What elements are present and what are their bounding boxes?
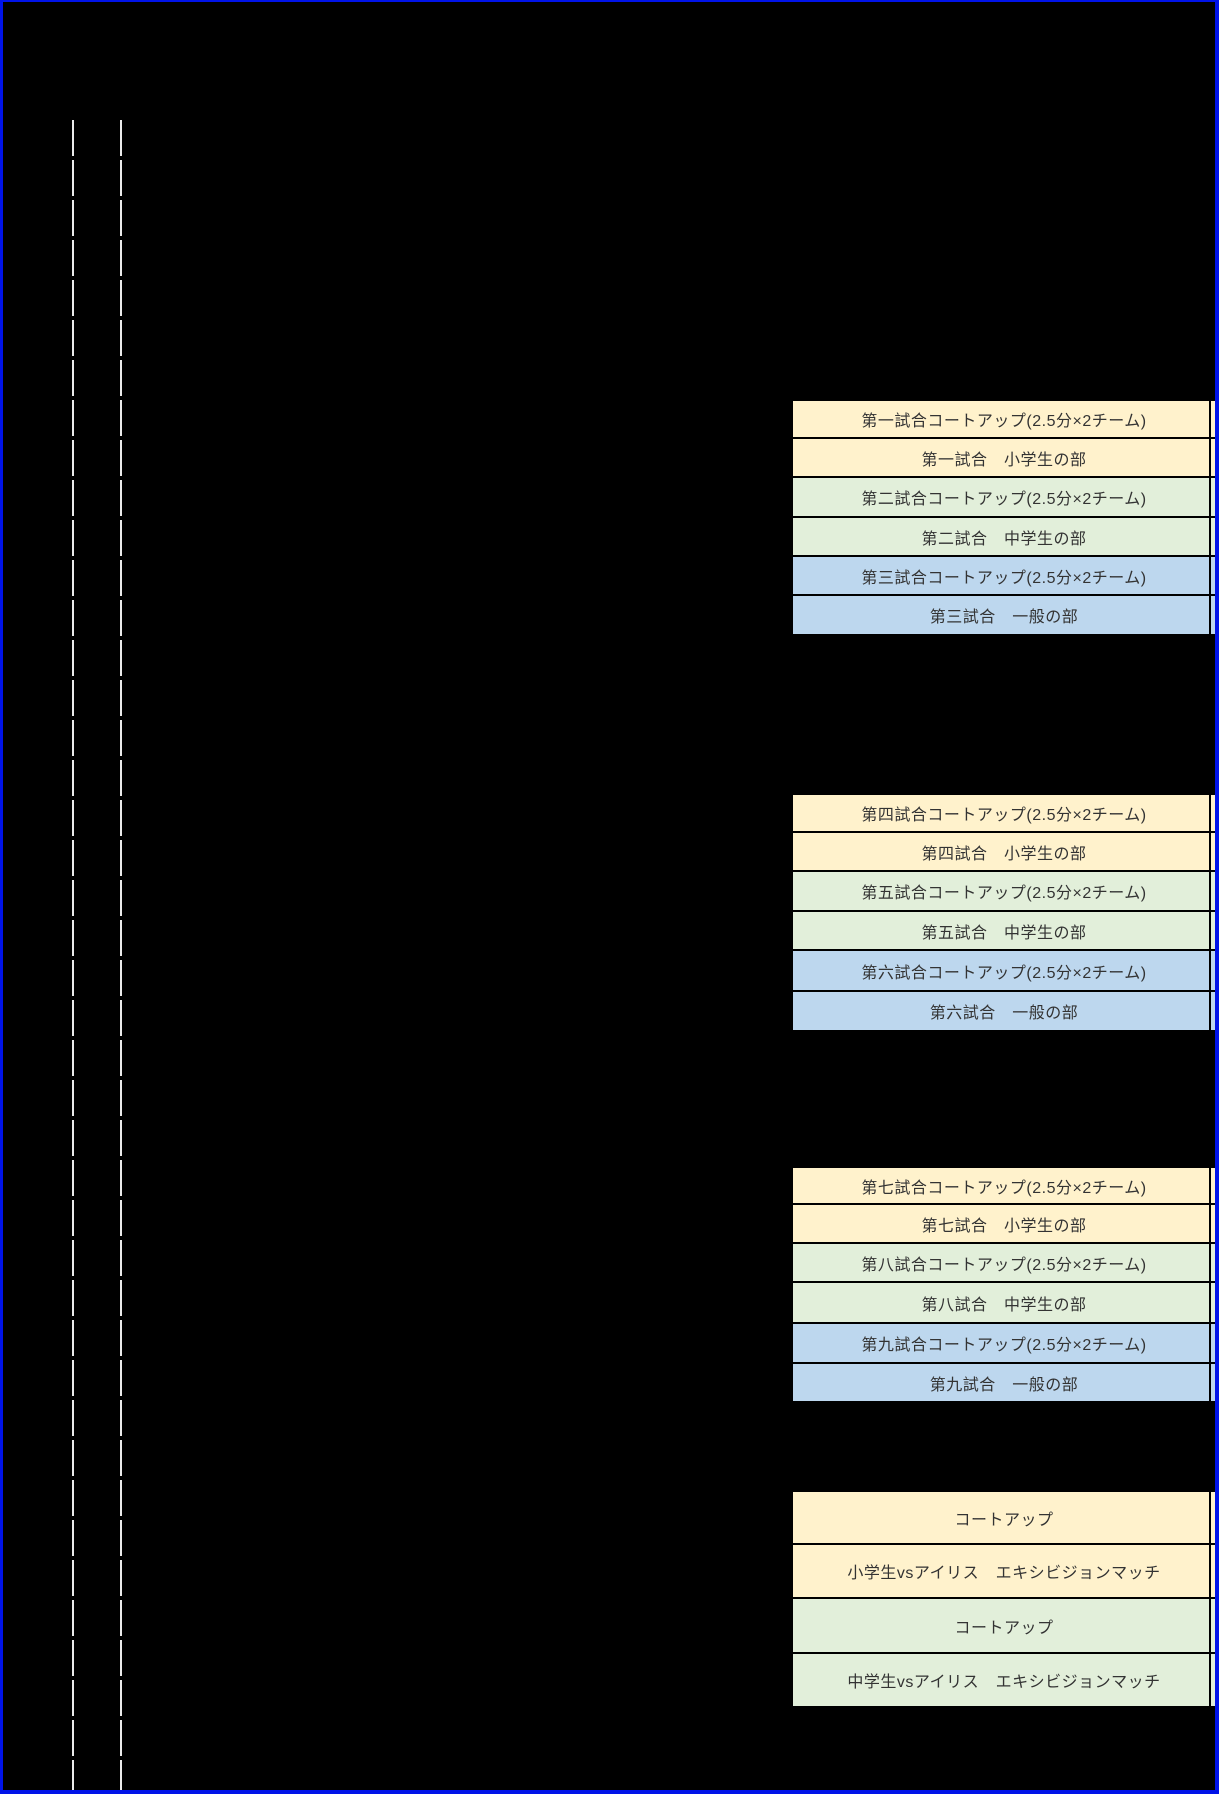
- schedule-row-label: 第六試合 一般の部: [929, 1005, 1079, 1022]
- schedule-row[interactable]: 第六試合コートアップ(2.5分×2チーム): [793, 951, 1215, 992]
- schedule-row[interactable]: 小学生vsアイリス エキシビジョンマッチ: [793, 1545, 1215, 1599]
- schedule-row[interactable]: コートアップ: [793, 1490, 1215, 1545]
- column-gridline-right: [120, 120, 122, 1790]
- schedule-row[interactable]: 第三試合コートアップ(2.5分×2チーム): [793, 557, 1215, 596]
- schedule-row-label: 第一試合コートアップ(2.5分×2チーム): [861, 413, 1147, 430]
- schedule-row-label: 第七試合コートアップ(2.5分×2チーム): [861, 1179, 1147, 1197]
- schedule-row-label: 第三試合 一般の部: [929, 609, 1079, 626]
- column-gridline-left: [72, 120, 74, 1790]
- schedule-row[interactable]: 第一試合 小学生の部: [793, 439, 1215, 478]
- schedule-row[interactable]: 第五試合 中学生の部: [793, 912, 1215, 951]
- schedule-row[interactable]: 第八試合 中学生の部: [793, 1283, 1215, 1324]
- schedule-row[interactable]: コートアップ: [793, 1599, 1215, 1654]
- schedule-row-label: 第九試合コートアップ(2.5分×2チーム): [861, 1337, 1147, 1354]
- schedule-row[interactable]: 中学生vsアイリス エキシビジョンマッチ: [793, 1654, 1215, 1708]
- schedule-row-label: 第二試合コートアップ(2.5分×2チーム): [861, 491, 1147, 508]
- schedule-row-label: 第五試合コートアップ(2.5分×2チーム): [861, 885, 1147, 902]
- schedule-row[interactable]: 第一試合コートアップ(2.5分×2チーム): [793, 399, 1215, 439]
- schedule-row-label: 第七試合 小学生の部: [921, 1217, 1087, 1235]
- schedule-row[interactable]: 第五試合コートアップ(2.5分×2チーム): [793, 872, 1215, 912]
- schedule-row[interactable]: 第二試合 中学生の部: [793, 518, 1215, 557]
- schedule-row-label: 第九試合 一般の部: [929, 1376, 1079, 1394]
- schedule-row-label: 第六試合コートアップ(2.5分×2チーム): [861, 964, 1147, 982]
- schedule-row-label: コートアップ: [954, 1619, 1054, 1637]
- schedule-row[interactable]: 第二試合コートアップ(2.5分×2チーム): [793, 478, 1215, 518]
- schedule-row[interactable]: 第八試合コートアップ(2.5分×2チーム): [793, 1244, 1215, 1283]
- schedule-row[interactable]: 第九試合 一般の部: [793, 1364, 1215, 1403]
- schedule-row[interactable]: 第六試合 一般の部: [793, 992, 1215, 1032]
- schedule-row-label: 中学生vsアイリス エキシビジョンマッチ: [847, 1674, 1161, 1691]
- schedule-row-label: コートアップ: [954, 1511, 1054, 1529]
- schedule-row-label: 第四試合コートアップ(2.5分×2チーム): [861, 807, 1147, 824]
- schedule-row[interactable]: 第四試合コートアップ(2.5分×2チーム): [793, 793, 1215, 833]
- schedule-row-label: 第三試合コートアップ(2.5分×2チーム): [861, 569, 1147, 587]
- schedule-row[interactable]: 第三試合 一般の部: [793, 596, 1215, 636]
- schedule-row-label: 第一試合 小学生の部: [921, 451, 1087, 469]
- schedule-row-label: 第八試合コートアップ(2.5分×2チーム): [861, 1256, 1147, 1274]
- schedule-row[interactable]: 第四試合 小学生の部: [793, 833, 1215, 872]
- schedule-row-label: 第四試合 小学生の部: [921, 845, 1087, 863]
- schedule-row-label: 第八試合 中学生の部: [921, 1296, 1087, 1314]
- schedule-row-label: 第二試合 中学生の部: [921, 530, 1087, 548]
- schedule-row-label: 小学生vsアイリス エキシビジョンマッチ: [847, 1565, 1161, 1582]
- schedule-row-label: 第五試合 中学生の部: [921, 924, 1087, 942]
- schedule-row[interactable]: 第七試合 小学生の部: [793, 1205, 1215, 1244]
- schedule-row[interactable]: 第七試合コートアップ(2.5分×2チーム): [793, 1166, 1215, 1205]
- schedule-row[interactable]: 第九試合コートアップ(2.5分×2チーム): [793, 1324, 1215, 1364]
